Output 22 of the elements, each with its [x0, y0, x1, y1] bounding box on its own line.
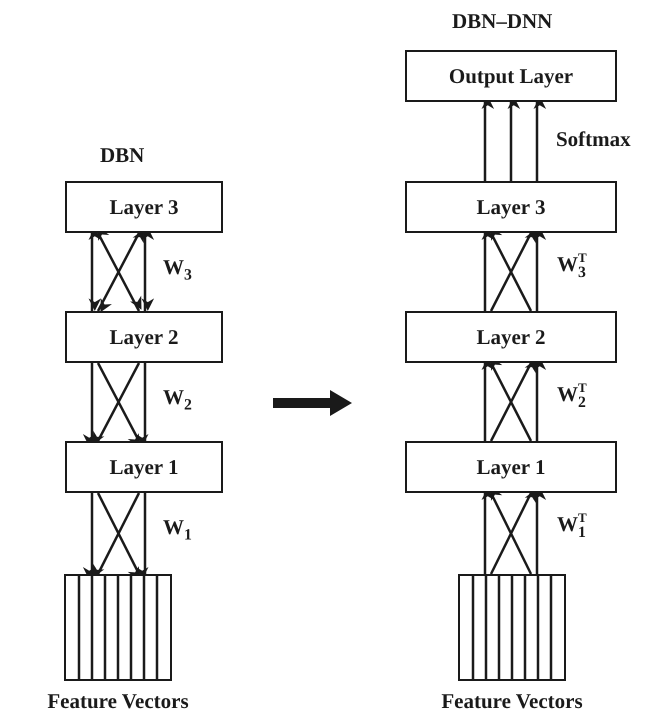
panel-title: DBN — [100, 143, 144, 168]
layer-box — [65, 181, 223, 233]
layer-name: Layer 3 — [109, 194, 179, 220]
layer-box — [65, 311, 223, 363]
layer-box — [405, 50, 617, 102]
layer-box — [65, 441, 223, 493]
layer-box — [405, 181, 617, 233]
panel-title: DBN–DNN — [452, 9, 552, 34]
layer-name: Layer 1 — [476, 454, 546, 480]
layer-name: Layer 3 — [476, 194, 546, 220]
weight-label: W$_{2}$ — [163, 385, 192, 414]
layer-name: Layer 2 — [109, 324, 179, 350]
layer-box — [405, 441, 617, 493]
layer-name: Output Layer — [448, 64, 574, 88]
block-caption: Feature Vectors — [441, 689, 583, 713]
function-label: Softmax — [556, 127, 631, 152]
weight-label: W$_{1}$ — [163, 515, 192, 544]
block-caption: Feature Vectors — [47, 689, 189, 713]
layer-box — [405, 311, 617, 363]
layer-name: Layer 1 — [109, 454, 179, 480]
weight-label: W$_{3}$ — [163, 255, 192, 284]
layer-name: Layer 2 — [476, 324, 546, 350]
